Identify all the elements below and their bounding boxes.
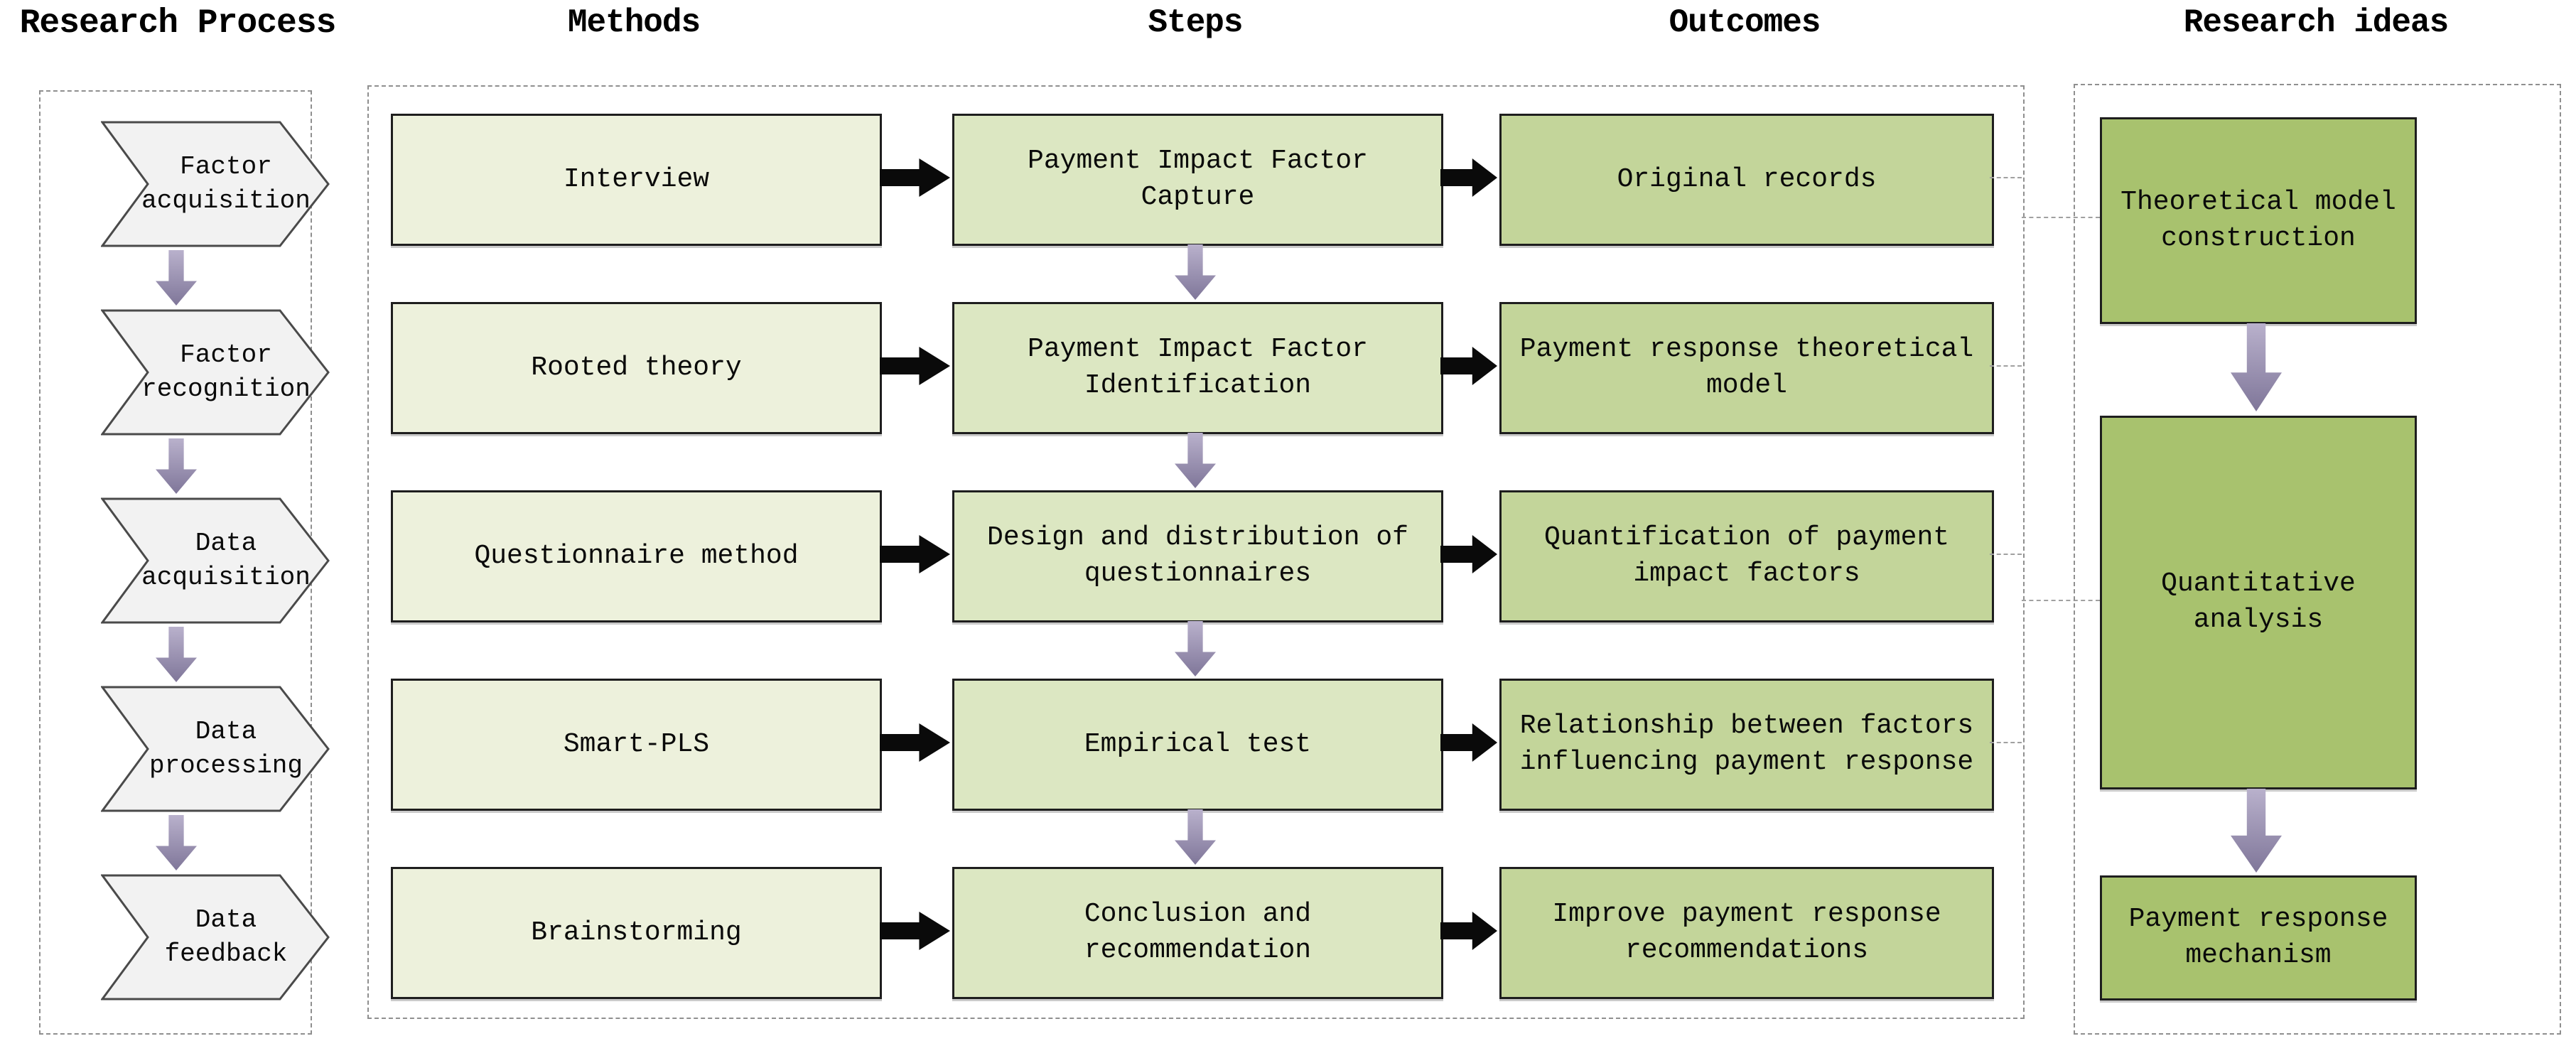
step-box: Design and distribution of questionnaire… [952,490,1443,622]
idea-box-quantitative-analysis: Quantitative analysis [2100,416,2417,789]
research-ideas-panel [2074,84,2561,1035]
outcome-box: Relationship between factors influencing… [1499,679,1994,811]
step-box: Payment Impact Factor Identification [952,302,1443,434]
connector-stub [1990,554,2022,555]
process-step-label: Factor acquisition [141,152,311,215]
column-header-methods: Methods [567,4,701,41]
down-arrow-icon [156,438,197,494]
method-box: Smart-PLS [391,679,882,811]
column-header-steps: Steps [1148,4,1243,41]
process-chevron-data-feedback: Data feedback [101,874,330,1000]
process-chevron-factor-acquisition: Factor acquisition [101,121,330,247]
process-chevron-factor-recognition: Factor recognition [101,309,330,436]
connector-stub [1990,365,2022,367]
process-chevron-data-processing: Data processing [101,686,330,812]
right-arrow-icon [1440,535,1497,573]
right-arrow-icon [1440,723,1497,762]
right-arrow-icon [880,912,950,950]
right-arrow-icon [1440,158,1497,197]
down-arrow-icon [156,250,197,306]
right-arrow-icon [1440,912,1497,950]
method-box: Brainstorming [391,867,882,999]
column-header-outcomes: Outcomes [1669,4,1821,41]
method-box: Questionnaire method [391,490,882,622]
method-box: Interview [391,114,882,246]
right-arrow-icon [880,347,950,385]
process-step-label: Data processing [149,717,303,780]
chevron-shape-icon [101,686,330,812]
chevron-shape-icon [101,309,330,436]
down-arrow-icon [2231,323,2282,411]
chevron-shape-icon [101,874,330,1000]
process-step-label: Factor recognition [141,340,311,404]
right-arrow-icon [880,535,950,573]
down-arrow-icon [1175,621,1216,676]
down-arrow-icon [1175,809,1216,865]
method-box: Rooted theory [391,302,882,434]
down-arrow-icon [156,815,197,870]
idea-box-theoretical-model: Theoretical model construction [2100,117,2417,324]
connector-stub [1990,742,2022,743]
column-header-research-ideas: Research ideas [2183,4,2449,41]
idea-box-payment-response-mechanism: Payment response mechanism [2100,875,2417,1000]
process-step-label: Data feedback [164,905,288,969]
outcome-box: Improve payment response recommendations [1499,867,1994,999]
connector-line-quantitative [2022,600,2100,601]
chevron-shape-icon [101,121,330,247]
process-step-label: Data acquisition [141,529,311,592]
outcome-box: Payment response theoretical model [1499,302,1994,434]
down-arrow-icon [2231,789,2282,873]
page-title: Research Process [19,4,337,43]
process-chevron-data-acquisition: Data acquisition [101,497,330,624]
step-box: Conclusion and recommendation [952,867,1443,999]
down-arrow-icon [1175,433,1216,488]
outcome-box: Original records [1499,114,1994,246]
right-arrow-icon [880,723,950,762]
step-box: Payment Impact Factor Capture [952,114,1443,246]
down-arrow-icon [156,627,197,682]
right-arrow-icon [1440,347,1497,385]
chevron-shape-icon [101,497,330,624]
methods-steps-outcomes-panel [367,85,2025,1019]
connector-line-theoretical [2022,217,2100,218]
connector-stub [1990,177,2022,178]
right-arrow-icon [880,158,950,197]
step-box: Empirical test [952,679,1443,811]
research-process-panel: Factor acquisition Factor recognition Da… [39,90,330,1035]
outcome-box: Quantification of payment impact factors [1499,490,1994,622]
down-arrow-icon [1175,244,1216,300]
